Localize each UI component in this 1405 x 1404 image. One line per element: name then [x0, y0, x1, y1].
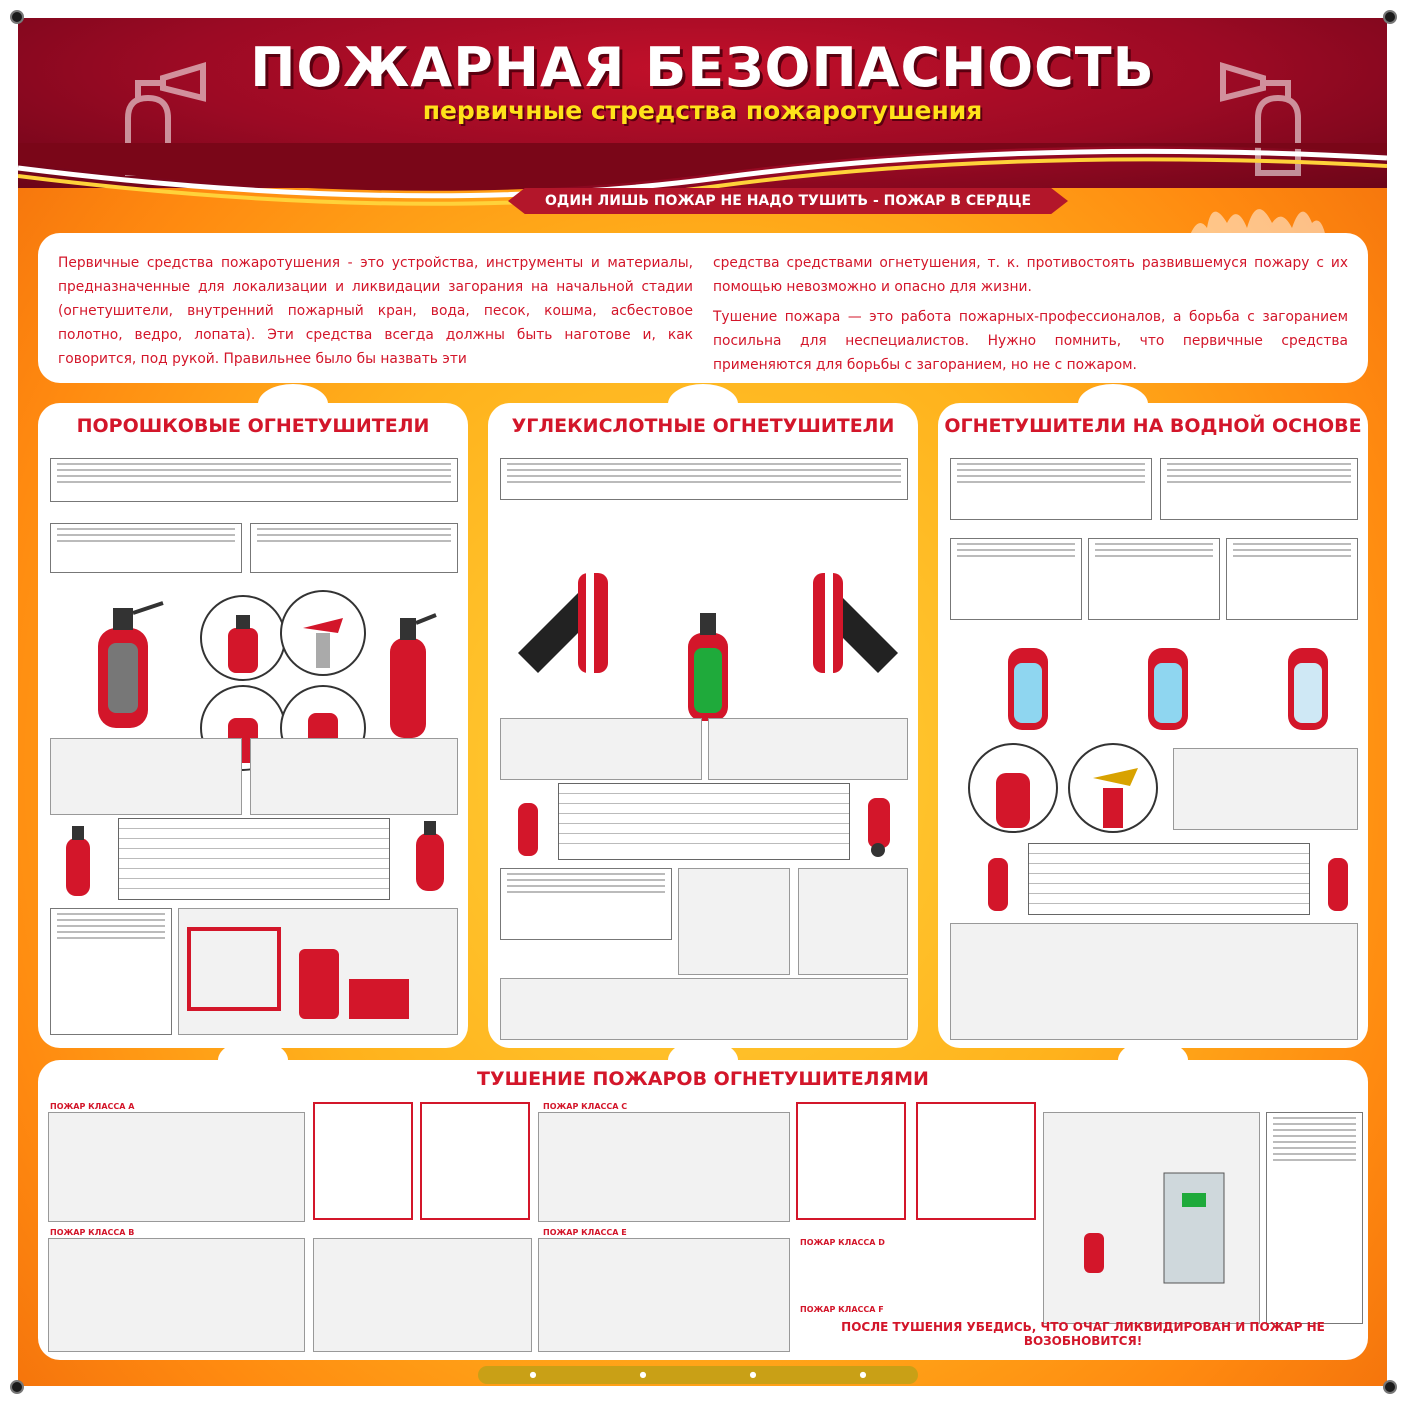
exit-sign-icon: [1084, 1172, 1225, 1284]
extinguisher-trolley-icon: [868, 798, 890, 857]
usage-illustration: [500, 718, 702, 780]
extinguisher-icon: [390, 613, 437, 738]
class-b-illustration: [48, 1238, 305, 1352]
intro-right-paragraph-2: Тушение пожара — это работа пожарных-про…: [713, 309, 1348, 373]
panel-title-co2: УГЛЕКИСЛОТНЫЕ ОГНЕТУШИТЕЛИ: [511, 415, 895, 437]
panel-title-extinguishing: ТУШЕНИЕ ПОЖАРОВ ОГНЕТУШИТЕЛЯМИ: [477, 1068, 929, 1090]
hydrant-description-box: [500, 868, 672, 940]
water-info-box: [1226, 538, 1358, 620]
powder-info-box: [50, 523, 242, 573]
co2-extinguisher-horn-icon: [813, 573, 898, 673]
header-wave: [18, 143, 1387, 206]
specification-table: [1028, 843, 1310, 915]
water-info-box: [950, 538, 1082, 620]
extinguisher-icon: [416, 821, 444, 891]
intro-left-text: Первичные средства пожаротушения - это у…: [58, 255, 693, 367]
page-title: ПОЖАРНАЯ БЕЗОПАСНОСТЬ: [250, 36, 1155, 99]
hydrant-cabinet-illustration: [678, 868, 790, 975]
class-e-illustration: [538, 1238, 790, 1352]
powder-description-box: [50, 458, 458, 502]
specification-table: [118, 818, 390, 900]
extinguisher-detail-icon: [280, 590, 366, 676]
water-extinguisher-icon: [1008, 648, 1048, 730]
co2-extinguisher-horn-icon: [518, 573, 608, 673]
water-description-box: [1160, 458, 1358, 520]
usage-illustration: [250, 738, 458, 815]
panel-powder-extinguishers: ПОРОШКОВЫЕ ОГНЕТУШИТЕЛИ: [38, 403, 468, 1048]
warning-illustration: [796, 1102, 906, 1220]
evacuation-illustration: [1043, 1112, 1260, 1324]
extinguisher-icon: [1328, 858, 1348, 911]
co2-description-box: [500, 458, 908, 500]
final-warning-text: ПОСЛЕ ТУШЕНИЯ УБЕДИСЬ, ЧТО ОЧАГ ЛИКВИДИР…: [841, 1320, 1325, 1348]
class-b-illustration: [313, 1238, 532, 1352]
footer-item: ●: [639, 1370, 647, 1379]
self-activating-extinguisher-illustration: [950, 923, 1358, 1040]
fire-extinguisher-icon: [1220, 61, 1301, 176]
intro-text-box: Первичные средства пожаротушения - это у…: [38, 233, 1368, 383]
extinguisher-icon: [518, 803, 538, 856]
evacuation-notes-box: [1266, 1112, 1363, 1324]
warning-illustration: [916, 1102, 1036, 1220]
fire-class-d-label: ПОЖАР КЛАССА D: [800, 1238, 885, 1247]
extinguisher-icon: [988, 858, 1008, 911]
specification-table: [558, 783, 850, 860]
extinguisher-detail-icon: [1068, 743, 1158, 833]
class-a-illustration: [48, 1112, 305, 1222]
panel-title-powder: ПОРОШКОВЫЕ ОГНЕТУШИТЕЛИ: [76, 415, 430, 437]
warning-illustration: [420, 1102, 530, 1220]
poster: ПОЖАРНАЯ БЕЗОПАСНОСТЬ первичные стредств…: [18, 18, 1387, 1386]
footer-item: ●: [749, 1370, 757, 1379]
water-info-box: [1088, 538, 1220, 620]
notes-box: [50, 908, 172, 1035]
fire-class-b-label: ПОЖАР КЛАССА В: [50, 1228, 135, 1237]
panel-title-water: ОГНЕТУШИТЕЛИ НА ВОДНОЙ ОСНОВЕ: [944, 415, 1362, 437]
extinguisher-detail-icon: [968, 743, 1058, 833]
water-extinguisher-icon: [1288, 648, 1328, 730]
footer-item: ●: [859, 1370, 867, 1379]
panel-co2-extinguishers: УГЛЕКИСЛОТНЫЕ ОГНЕТУШИТЕЛИ: [488, 403, 918, 1048]
fire-class-c-label: ПОЖАР КЛАССА С: [543, 1102, 628, 1111]
grommet: [1383, 1380, 1397, 1394]
co2-extinguisher-icon: [688, 613, 728, 721]
footer-item: ●: [529, 1370, 537, 1379]
fire-class-f-label: ПОЖАР КЛАССА F: [800, 1305, 884, 1314]
page-subtitle: первичные стредства пожаротушения: [422, 96, 983, 125]
powder-info-box: [250, 523, 458, 573]
grommet: [10, 10, 24, 24]
hydrant-usage-illustration: [500, 978, 908, 1040]
fire-class-a-label: ПОЖАР КЛАССА А: [50, 1102, 135, 1111]
usage-illustration: [50, 738, 242, 815]
panel-fire-extinguishing: ТУШЕНИЕ ПОЖАРОВ ОГНЕТУШИТЕЛЯМИ ПОЖАР КЛА…: [38, 1060, 1368, 1360]
grommet: [1383, 10, 1397, 24]
intro-right-text: средства средствами огнетушения, т. к. п…: [713, 251, 1348, 383]
panel-water-extinguishers: ОГНЕТУШИТЕЛИ НА ВОДНОЙ ОСНОВЕ: [938, 403, 1368, 1048]
footer-bar: ● ● ● ●: [478, 1366, 918, 1384]
fire-board-icon: [187, 927, 409, 1019]
fire-board-illustration: [178, 908, 458, 1035]
grommet: [10, 1380, 24, 1394]
fire-class-e-label: ПОЖАР КЛАССА Е: [543, 1228, 627, 1237]
fire-extinguisher-icon: [125, 61, 206, 176]
intro-right-paragraph-1: средства средствами огнетушения, т. к. п…: [713, 255, 1348, 295]
usage-illustration: [1173, 748, 1358, 830]
slogan-banner: ОДИН ЛИШЬ ПОЖАР НЕ НАДО ТУШИТЬ - ПОЖАР В…: [508, 188, 1068, 214]
hydrant-cabinet-illustration: [798, 868, 908, 975]
class-c-illustration: [538, 1112, 790, 1222]
water-extinguisher-icon: [1148, 648, 1188, 730]
extinguisher-cutaway-icon: [98, 601, 164, 728]
usage-illustration: [708, 718, 908, 780]
warning-illustration: [313, 1102, 413, 1220]
extinguisher-icon: [66, 826, 90, 896]
extinguisher-detail-icon: [200, 595, 286, 681]
water-description-box: [950, 458, 1152, 520]
